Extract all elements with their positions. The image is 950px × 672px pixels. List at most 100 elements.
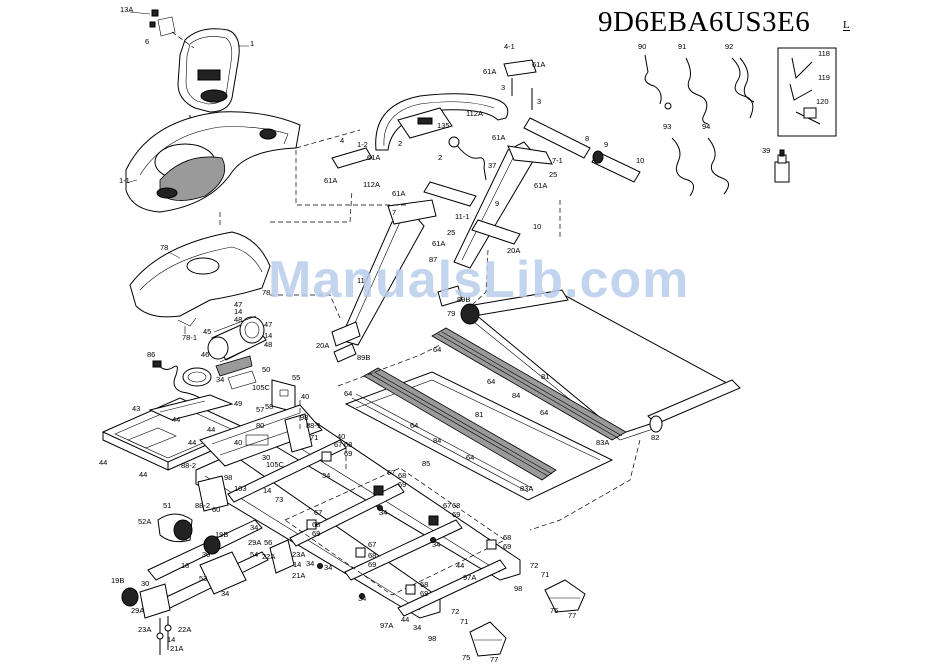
callout-c23ab: 23A <box>138 625 151 634</box>
callout-c93: 93 <box>663 122 671 131</box>
callout-c76: 76 <box>550 606 558 615</box>
callout-c61a7: 61A <box>492 133 505 142</box>
callout-c6: 6 <box>145 37 149 46</box>
callout-c61a8: 61A <box>534 181 547 190</box>
callout-c69d: 69 <box>398 480 406 489</box>
callout-c1-1: 1-1 <box>119 176 130 185</box>
assembly-guide-lines <box>219 129 641 531</box>
callout-c47: 47 <box>234 300 242 309</box>
callout-c34b: 34 <box>322 471 330 480</box>
callout-c53: 53 <box>199 574 207 583</box>
callout-c91: 91 <box>678 42 686 51</box>
callout-c97aa: 97A <box>463 573 476 582</box>
rear-feet <box>469 579 586 657</box>
callout-c72a: 72 <box>530 561 538 570</box>
callout-c44b: 44 <box>207 425 215 434</box>
callout-c105cb: 105C <box>266 460 285 469</box>
callout-c56: 56 <box>264 538 272 547</box>
callout-c69c: 69 <box>368 560 376 569</box>
callout-c67d: 67 <box>387 468 395 477</box>
callout-c69e: 69 <box>452 510 460 519</box>
callout-c89bb: 89B <box>357 353 370 362</box>
callout-c61a6: 61A <box>483 67 496 76</box>
callout-c8: 8 <box>585 134 589 143</box>
console-monitor-assembly <box>125 9 301 213</box>
callout-c7-1: 7-1 <box>552 156 563 165</box>
callout-c25b: 25 <box>549 170 557 179</box>
callout-c68d: 68 <box>398 471 406 480</box>
callout-c64f: 64 <box>466 453 474 462</box>
callout-c11-1: 11-1 <box>455 212 469 221</box>
callout-c119: 119 <box>818 73 830 82</box>
callout-c98c: 98 <box>514 584 522 593</box>
callout-c50: 50 <box>262 365 270 374</box>
callout-c88-1: 88-1 <box>306 421 321 430</box>
callout-c44f: 44 <box>456 561 464 570</box>
callout-c44g: 44 <box>401 615 409 624</box>
callout-c52a: 52A <box>138 517 151 526</box>
callout-c1: 1 <box>250 39 254 48</box>
callout-c4-1: 4-1 <box>504 42 515 51</box>
bracket-55 <box>271 379 296 413</box>
callout-c34c: 34 <box>250 523 258 532</box>
callout-c49: 49 <box>234 399 242 408</box>
deck-and-belt <box>344 289 741 501</box>
callout-c44c: 44 <box>99 458 107 467</box>
callout-c29ab: 29A <box>131 606 144 615</box>
motor-cover <box>129 231 271 334</box>
callout-c69b: 69 <box>312 529 320 538</box>
callout-c67a: 67 <box>334 440 342 449</box>
callout-c19bb: 19B <box>111 576 124 585</box>
callout-c20ab: 20A <box>507 246 520 255</box>
callout-c90: 90 <box>638 42 646 51</box>
callout-c45: 45 <box>203 327 211 336</box>
model-suffix: L <box>843 19 850 31</box>
callout-c44d: 44 <box>139 470 147 479</box>
callout-c61a5: 61A <box>532 60 545 69</box>
callout-c64a: 64 <box>433 345 441 354</box>
callout-c13a: 13A <box>120 5 133 14</box>
callout-c112ab: 112A <box>466 109 483 118</box>
callout-c120: 120 <box>816 97 829 106</box>
callout-c69f: 69 <box>420 589 428 598</box>
callout-c94: 94 <box>702 122 710 131</box>
callout-c34i: 34 <box>432 540 440 549</box>
callout-c58: 58 <box>265 402 273 411</box>
callout-c68g: 68 <box>503 533 511 542</box>
callout-c57: 57 <box>256 405 264 414</box>
callout-c34g: 34 <box>358 594 366 603</box>
callout-c82: 82 <box>651 433 659 442</box>
callout-c67c: 67 <box>368 540 376 549</box>
callout-c68b: 68 <box>312 520 320 529</box>
power-cord <box>152 360 207 403</box>
callout-c39: 39 <box>762 146 770 155</box>
callout-c40a: 40 <box>301 392 309 401</box>
callout-c40b: 40 <box>234 438 242 447</box>
callout-c64c: 64 <box>344 389 352 398</box>
tool-box <box>777 47 837 137</box>
callout-c3a: 3 <box>501 83 505 92</box>
callout-c89b: 89B <box>457 295 470 304</box>
callout-c4: 4 <box>340 136 344 145</box>
callout-c44a: 44 <box>172 415 180 424</box>
callout-c71b: 71 <box>541 570 549 579</box>
callout-c86: 86 <box>147 350 155 359</box>
callout-c68f: 68 <box>420 580 428 589</box>
callout-c87: 87 <box>429 255 437 264</box>
callout-c29aa: 29A <box>248 538 261 547</box>
callout-c30b: 30 <box>202 550 210 559</box>
callout-c9b: 9 <box>604 140 608 149</box>
callout-c34e: 34 <box>221 589 229 598</box>
callout-c84b: 84 <box>433 436 441 445</box>
model-number: 9D6EBA6US3E6 <box>598 6 811 38</box>
callout-c30c: 30 <box>141 579 149 588</box>
callout-c69g: 69 <box>503 542 511 551</box>
callout-c98a: 98 <box>300 413 308 422</box>
callout-c25a: 25 <box>447 228 455 237</box>
callout-c34f: 34 <box>324 563 332 572</box>
callout-c34d: 34 <box>306 559 314 568</box>
callout-c84a: 84 <box>512 391 520 400</box>
frame-hardware <box>306 451 497 599</box>
